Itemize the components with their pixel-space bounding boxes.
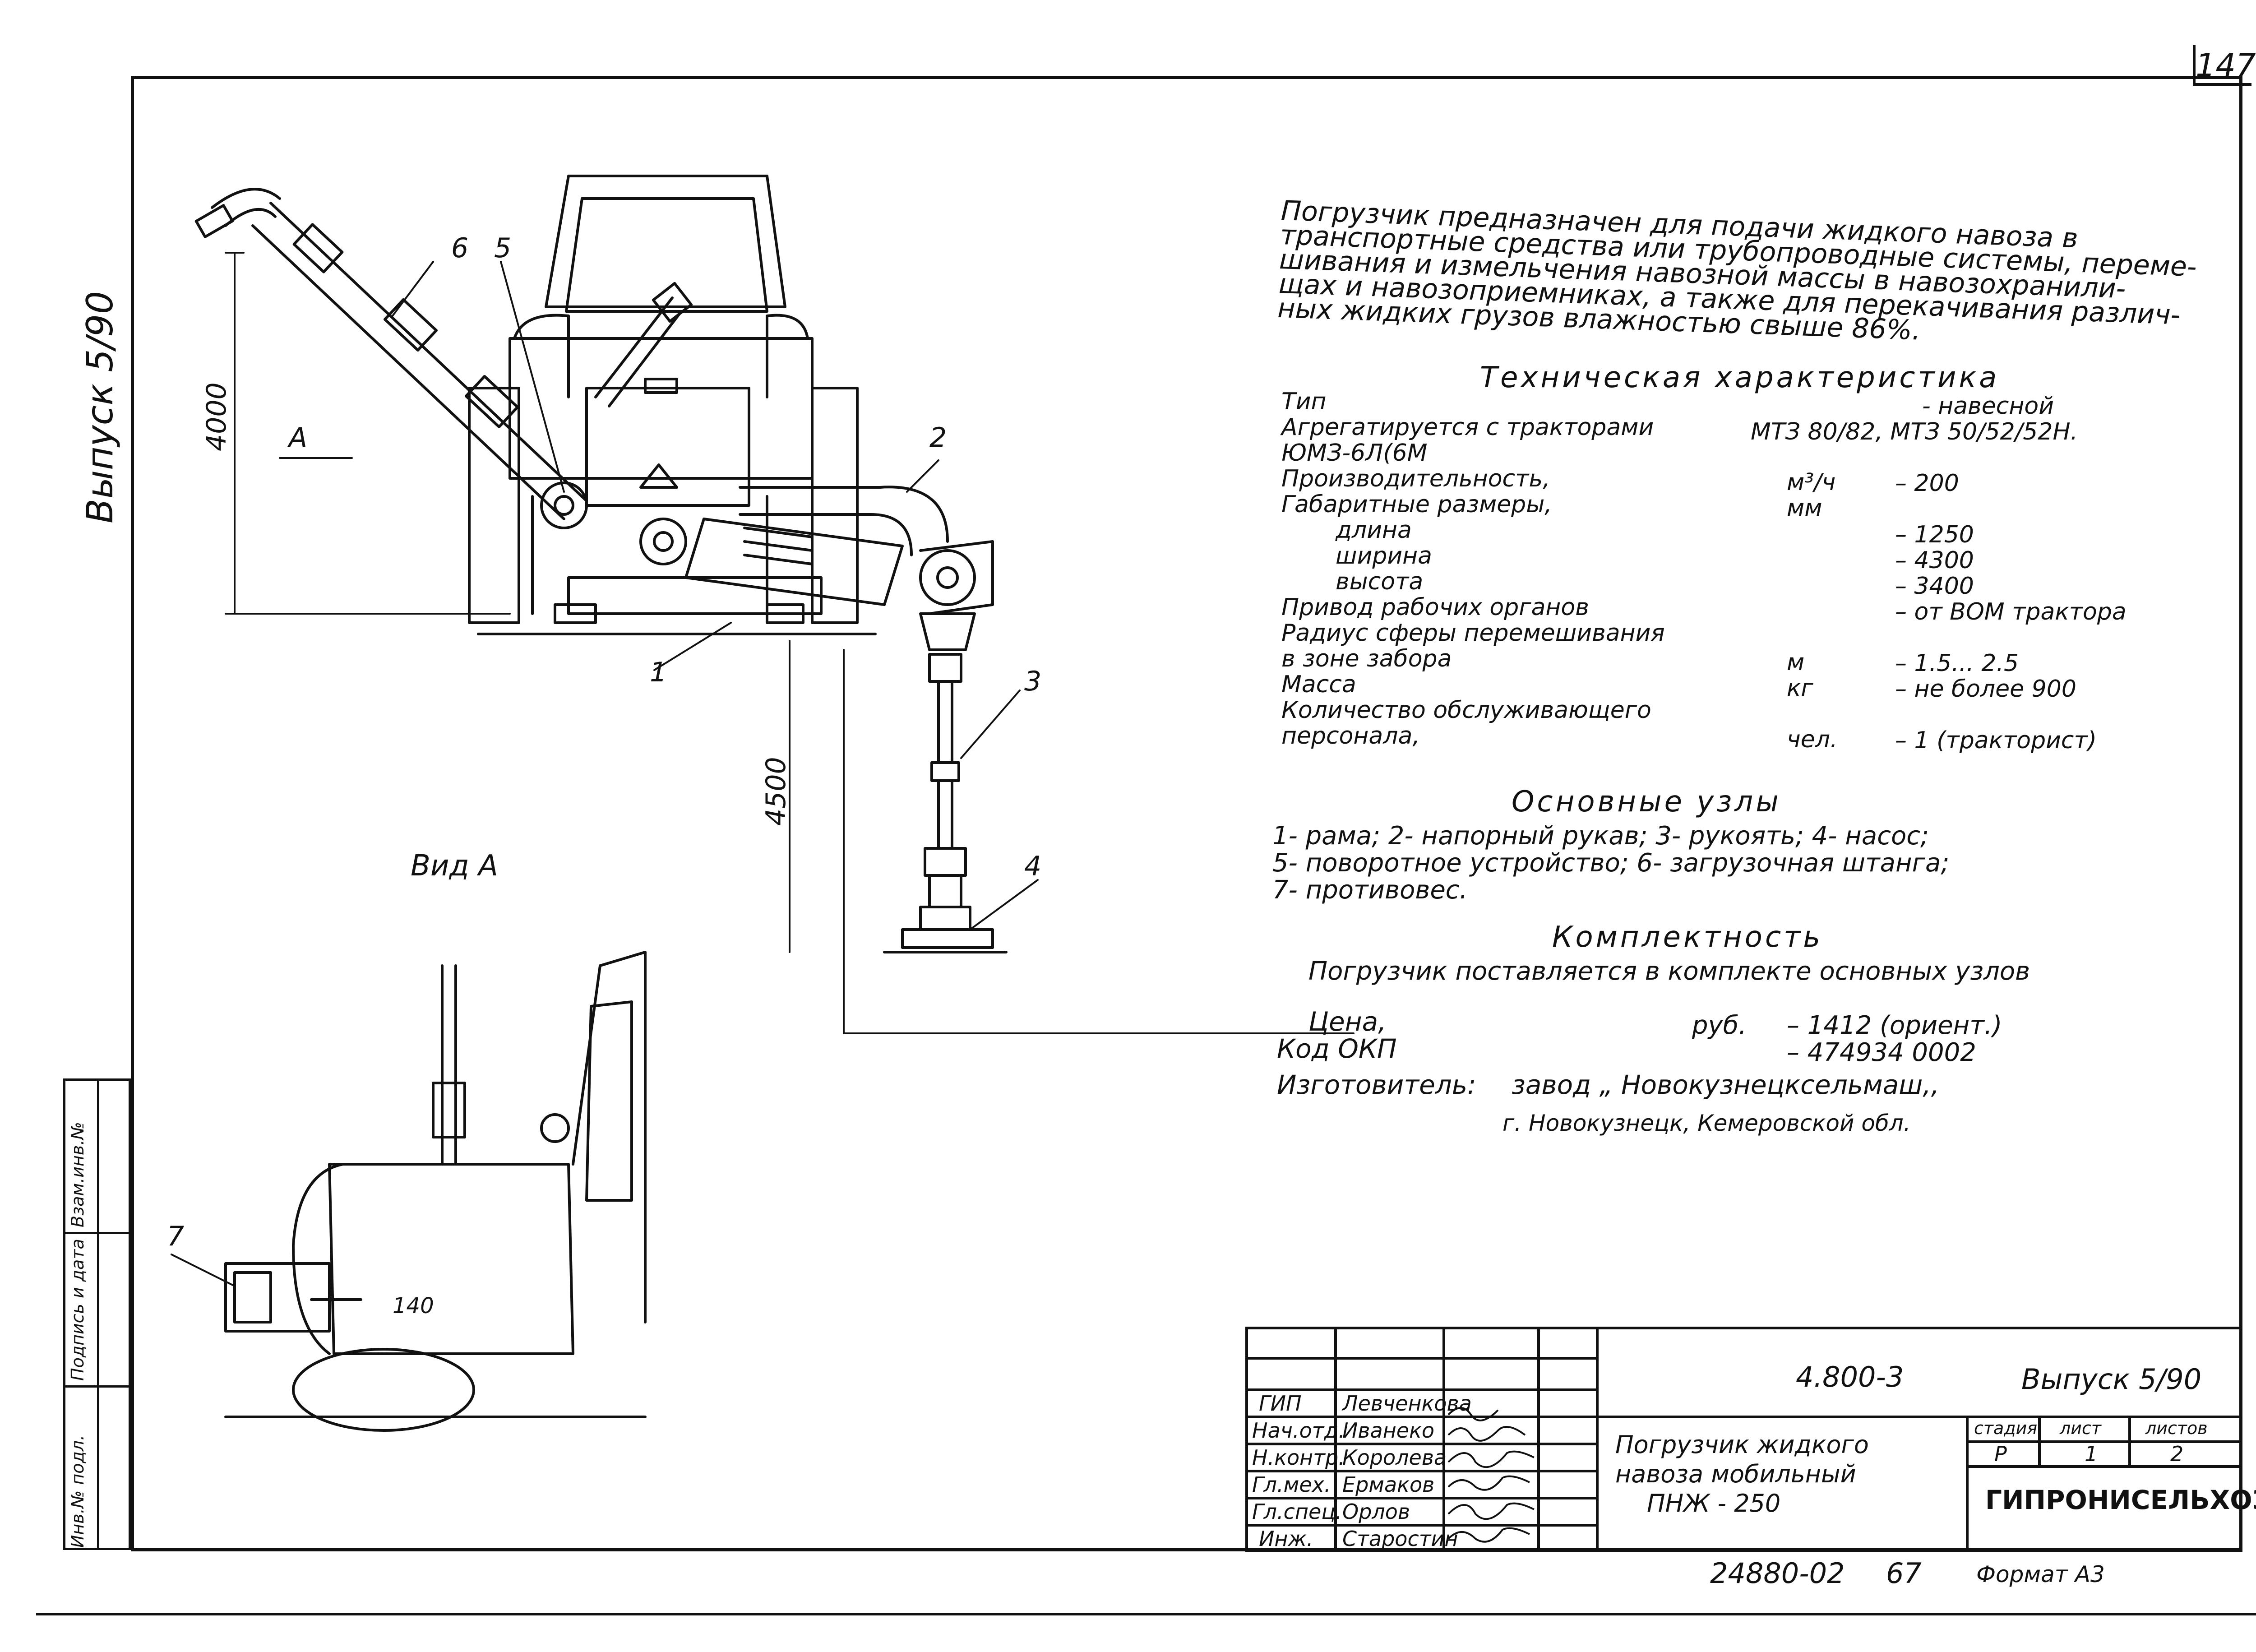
- loading-boom: [194, 188, 693, 529]
- sig-name: Ермаков: [1342, 1472, 1435, 1497]
- sig-role: Нач.отд.: [1252, 1418, 1345, 1443]
- drawing-frame: [131, 76, 2242, 1551]
- spec-value: – от ВОМ трактора: [1895, 598, 2127, 625]
- completeness-text: Погрузчик поставляется в комплекте основ…: [1308, 957, 2030, 986]
- spec-unit: м³/ч: [1787, 469, 1836, 496]
- spec-value: МТЗ 80/82, МТЗ 50/52/52Н.: [1751, 418, 2078, 445]
- sig-name: Орлов: [1342, 1499, 1410, 1524]
- pressure-hose: [639, 486, 994, 615]
- stage-header: стадия: [1974, 1418, 2038, 1438]
- footer-number: 24880-02: [1710, 1557, 1845, 1590]
- maker-value: завод „ Новокузнецксельмаш,,: [1512, 1069, 1940, 1100]
- spec-label: Количество обслуживающего: [1281, 697, 1651, 724]
- price-label: Цена,: [1308, 1006, 1387, 1037]
- dimension-lines: [225, 252, 1355, 1034]
- view-marker: А: [287, 422, 307, 453]
- spec-value: – 1250: [1895, 521, 1974, 548]
- title-block-grid: [1245, 1327, 2242, 1552]
- spec-unit: кг: [1787, 675, 1813, 702]
- doc-title-line: навоза мобильный: [1615, 1460, 1856, 1488]
- spec-label: Привод рабочих органов: [1281, 594, 1589, 621]
- sig-role: Гл.спец.: [1252, 1499, 1342, 1524]
- spec-value: – 1 (тракторист): [1895, 727, 2097, 754]
- specs-heading: Техническая характеристика: [1480, 361, 2000, 394]
- organization-name: ГИПРОНИСЕЛЬХОЗ: [1985, 1485, 2256, 1515]
- spec-label: Тип: [1281, 388, 1327, 415]
- view-a-title: Вид А: [411, 849, 498, 883]
- doc-code: 4.800-3: [1796, 1360, 1904, 1393]
- spec-value: – 3400: [1895, 573, 1974, 600]
- spec-label: Агрегатируется с тракторами: [1281, 414, 1654, 441]
- sig-name: Королева: [1342, 1445, 1447, 1470]
- sig-role: Н.контр.: [1252, 1445, 1345, 1470]
- footer-page: 67: [1886, 1557, 1922, 1590]
- spec-label: высота: [1336, 568, 1424, 595]
- callout-5: 5: [494, 232, 511, 264]
- spec-value: - навесной: [1922, 393, 2054, 420]
- spec-label: Масса: [1281, 671, 1356, 698]
- sig-name: Левченкова: [1342, 1391, 1472, 1416]
- handle-and-pump: [883, 612, 1008, 953]
- footer-format: Формат А3: [1976, 1561, 2105, 1587]
- callout-3: 3: [1024, 666, 1041, 697]
- units-line: 7- противовес.: [1272, 875, 1468, 905]
- spec-value: – 200: [1895, 470, 1959, 497]
- spec-label: ЮМЗ-6Л(6М: [1281, 440, 1428, 467]
- sheet-header: лист: [2060, 1418, 2102, 1438]
- completeness-heading: Комплектность: [1552, 921, 1823, 954]
- view-a-side: [224, 951, 647, 1432]
- sig-name: Старостин: [1342, 1527, 1458, 1551]
- units-line: 5- поворотное устройство; 6- загрузочная…: [1272, 848, 1950, 878]
- spec-label: персонала,: [1281, 722, 1420, 750]
- spec-unit: мм: [1787, 495, 1822, 522]
- spec-label: Габаритные размеры,: [1281, 491, 1552, 518]
- callout-1: 1: [650, 657, 667, 688]
- tractor-cab-front: [468, 175, 877, 635]
- stage-value: Р: [1994, 1442, 2007, 1466]
- dimension-4500: 4500: [760, 757, 792, 826]
- okp-label: Код ОКП: [1277, 1033, 1397, 1064]
- units-heading: Основные узлы: [1512, 785, 1781, 819]
- spec-unit: чел.: [1787, 726, 1838, 753]
- title-issue: Выпуск 5/90: [2021, 1363, 2202, 1396]
- sig-name: Иванеко: [1342, 1418, 1435, 1443]
- dimension-140: 140: [393, 1293, 434, 1319]
- callout-7: 7: [167, 1221, 184, 1252]
- sheets-value: 2: [2170, 1442, 2184, 1466]
- maker-label: Изготовитель:: [1277, 1069, 1476, 1100]
- spec-label: в зоне забора: [1281, 645, 1452, 672]
- spec-value: – 4300: [1895, 547, 1974, 574]
- sig-role: Гл.мех.: [1252, 1472, 1331, 1497]
- spec-label: ширина: [1336, 542, 1433, 569]
- leader-lines: [171, 261, 1039, 1287]
- dimension-4000: 4000: [201, 382, 232, 451]
- okp-value: – 474934 0002: [1787, 1038, 1976, 1067]
- spec-label: Производительность,: [1281, 465, 1550, 492]
- approval-stamp: [63, 1078, 131, 1550]
- callout-6: 6: [451, 232, 468, 264]
- sheets-header: листов: [2145, 1418, 2208, 1438]
- spec-value: – 1.5... 2.5: [1895, 650, 2019, 677]
- doc-title-line: Погрузчик жидкого: [1615, 1430, 1869, 1459]
- price-value: – 1412 (ориент.): [1787, 1011, 2002, 1040]
- spec-label: Радиус сферы перемешивания: [1281, 620, 1665, 647]
- spec-unit: м: [1787, 649, 1805, 676]
- callout-2: 2: [929, 422, 947, 453]
- trim-line: [36, 1613, 2256, 1615]
- sig-role: ГИП: [1259, 1391, 1302, 1416]
- callout-4: 4: [1024, 851, 1041, 882]
- sig-role: Инж.: [1259, 1527, 1313, 1551]
- units-line: 1- рама; 2- напорный рукав; 3- рукоять; …: [1272, 821, 1929, 851]
- price-unit: руб.: [1692, 1011, 1747, 1040]
- sheet-value: 1: [2085, 1442, 2098, 1466]
- spec-value: – не более 900: [1895, 676, 2076, 703]
- maker-city: г. Новокузнецк, Кемеровской обл.: [1502, 1110, 1911, 1136]
- spec-label: длина: [1336, 517, 1412, 544]
- doc-title-line: ПНЖ - 250: [1647, 1489, 1781, 1518]
